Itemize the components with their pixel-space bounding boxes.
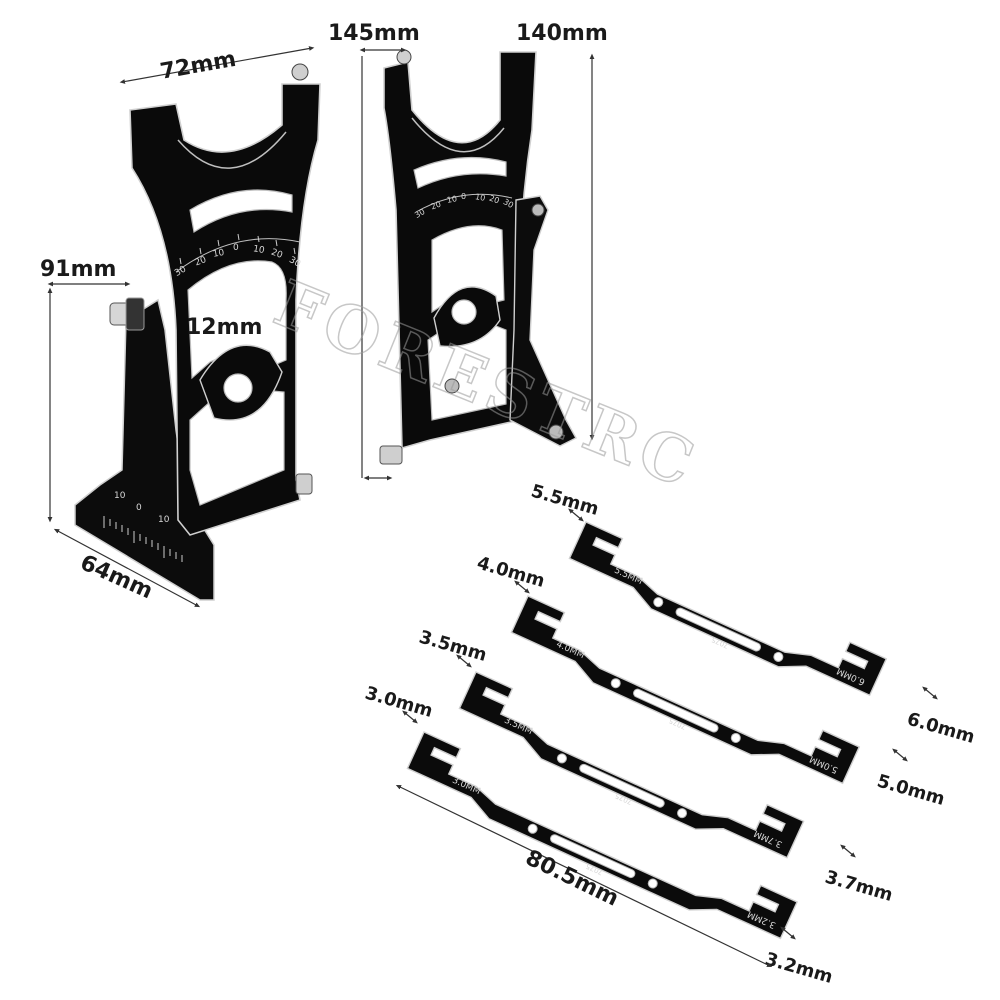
- wrench-left-size-label: 5.5mm: [529, 481, 602, 520]
- scale-tick-label: 30: [413, 207, 426, 220]
- wrench-body: [510, 595, 861, 785]
- dim-height-label: 140mm: [516, 21, 608, 46]
- wrench-slot: [633, 688, 719, 733]
- dim-hole-label: 12mm: [186, 315, 262, 340]
- wrench-slot: [675, 607, 762, 652]
- left-upper-slot: [189, 189, 293, 233]
- dim-offset-label: 145mm: [328, 21, 420, 46]
- scale-tick-label: 20: [430, 200, 443, 212]
- wrench-hole: [773, 651, 784, 662]
- scale-tick-label: 20: [270, 248, 284, 261]
- gauge-dimension-lines: [47, 46, 595, 608]
- wrench-left-size-label: 4.0mm: [475, 553, 548, 592]
- right-center-hole: [451, 299, 477, 325]
- wrench-right-size-label: 6.0mm: [905, 709, 978, 748]
- scale-tick-label: 0: [461, 192, 466, 201]
- wrench-hole: [610, 678, 621, 689]
- scale-tick-label: 30: [502, 197, 515, 210]
- right-side-arm: [509, 195, 577, 447]
- wrench-left-size-label: 3.0mm: [363, 683, 436, 722]
- wrench-right-size-label: 5.0mm: [875, 771, 948, 810]
- turnbuckle-wrench-set: 5.5MM6.0MM70754.0MM5.0MM70753.5MM3.7MM70…: [406, 521, 888, 940]
- wrench-hole: [556, 753, 567, 764]
- scale-tick-label: 10: [212, 248, 225, 260]
- wrench-body: [568, 521, 888, 697]
- scale-tick-label: 20: [194, 255, 208, 268]
- scale-tick-label: 0: [233, 243, 239, 253]
- wrench-body: [406, 731, 799, 940]
- scale-tick-label: 10: [446, 194, 458, 205]
- scale-tick-label: 10: [158, 515, 170, 525]
- scale-tick-label: 10: [252, 244, 265, 256]
- wrench-hole: [653, 597, 664, 608]
- scale-tick-label: 10: [474, 192, 486, 203]
- wrench-left-size-label: 3.5mm: [417, 627, 490, 666]
- wrench-right-size-label: 3.2mm: [763, 949, 836, 988]
- dim-width-label: 72mm: [158, 47, 238, 85]
- dim-base-height-label: 91mm: [40, 257, 116, 282]
- scale-tick-label: 10: [114, 491, 126, 501]
- right-ball-pivot: [396, 49, 412, 65]
- left-ball-pivot: [291, 63, 309, 81]
- wrench-hole: [730, 732, 741, 743]
- scale-tick-label: 20: [488, 194, 501, 206]
- left-center-hole: [223, 373, 253, 403]
- scale-tick-label: 0: [136, 503, 142, 513]
- wrench-dimension-labels: 5.5mm 6.0mm 4.0mm 5.0mm 3.5mm 3.7mm 3.0mm 3.2mm: [363, 481, 978, 988]
- wrench-right-size-label: 3.7mm: [823, 867, 896, 906]
